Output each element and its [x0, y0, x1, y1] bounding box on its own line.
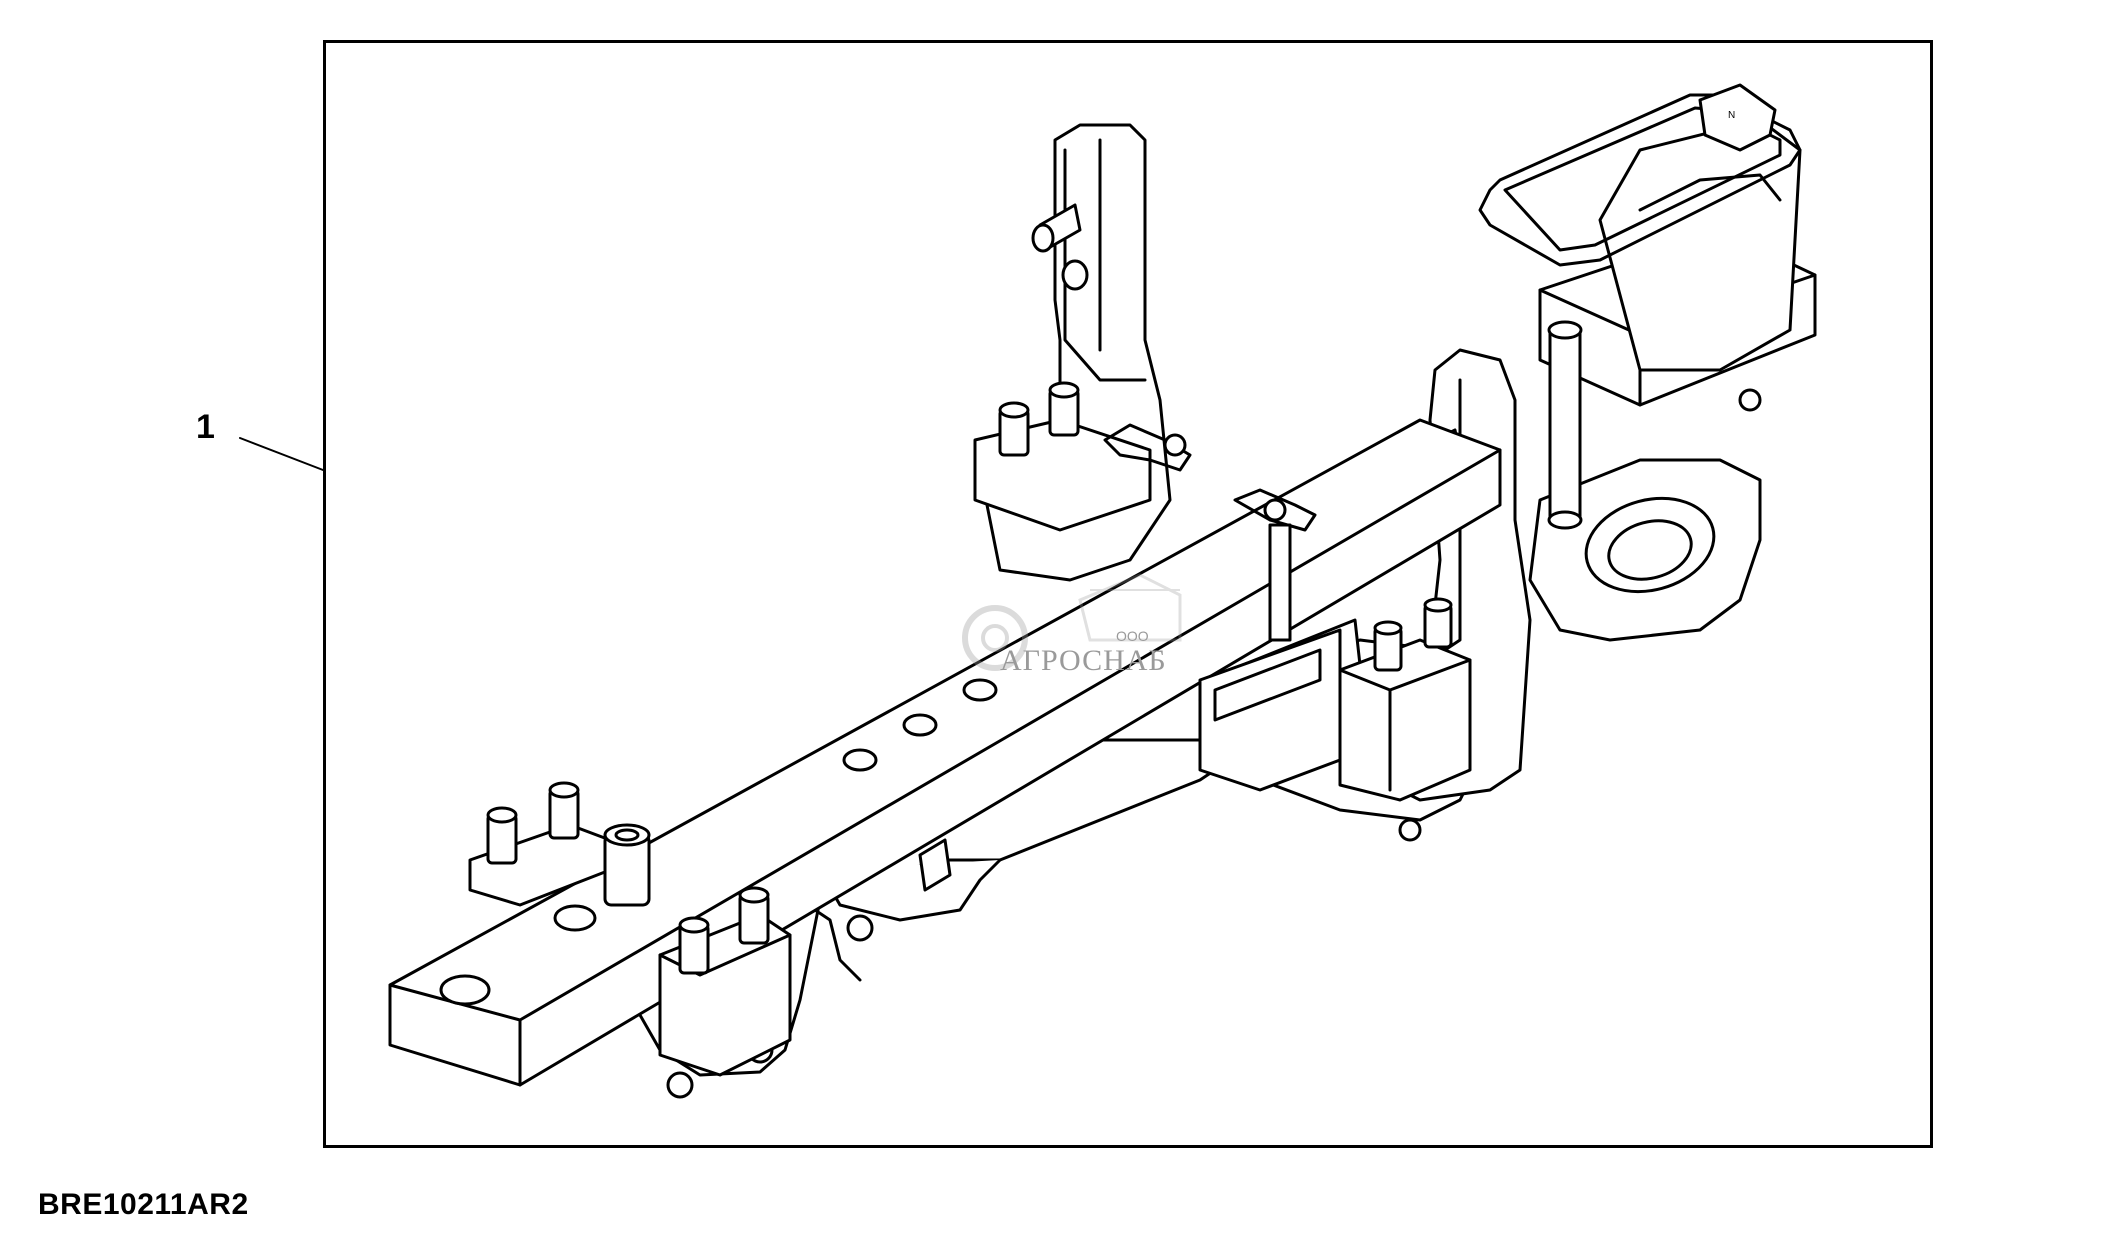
center-pads [658, 838, 952, 1077]
safety-clips [1103, 423, 1317, 642]
svg-text:N: N [1728, 110, 1735, 121]
watermark-gear-icon [962, 605, 1028, 671]
callout-number: 1 [196, 408, 215, 446]
hitch-housing [1538, 118, 1817, 407]
watermark-prefix: ООО [1116, 628, 1149, 644]
watermark-brand: АГРОСНАБ [1000, 644, 1167, 677]
hitch-pin [1547, 320, 1583, 530]
hitch-handle: N [1478, 83, 1802, 267]
left-upright-bolts [973, 381, 1152, 532]
main-drawbar [388, 418, 1502, 1087]
watermark-harvester-icon [1078, 573, 1182, 642]
front-left-pads [468, 781, 651, 907]
callout-leader-line [239, 437, 324, 471]
figure-id: BRE10211AR2 [38, 1188, 249, 1221]
hitch-eye [1528, 458, 1762, 642]
front-right-pad [1198, 597, 1472, 802]
